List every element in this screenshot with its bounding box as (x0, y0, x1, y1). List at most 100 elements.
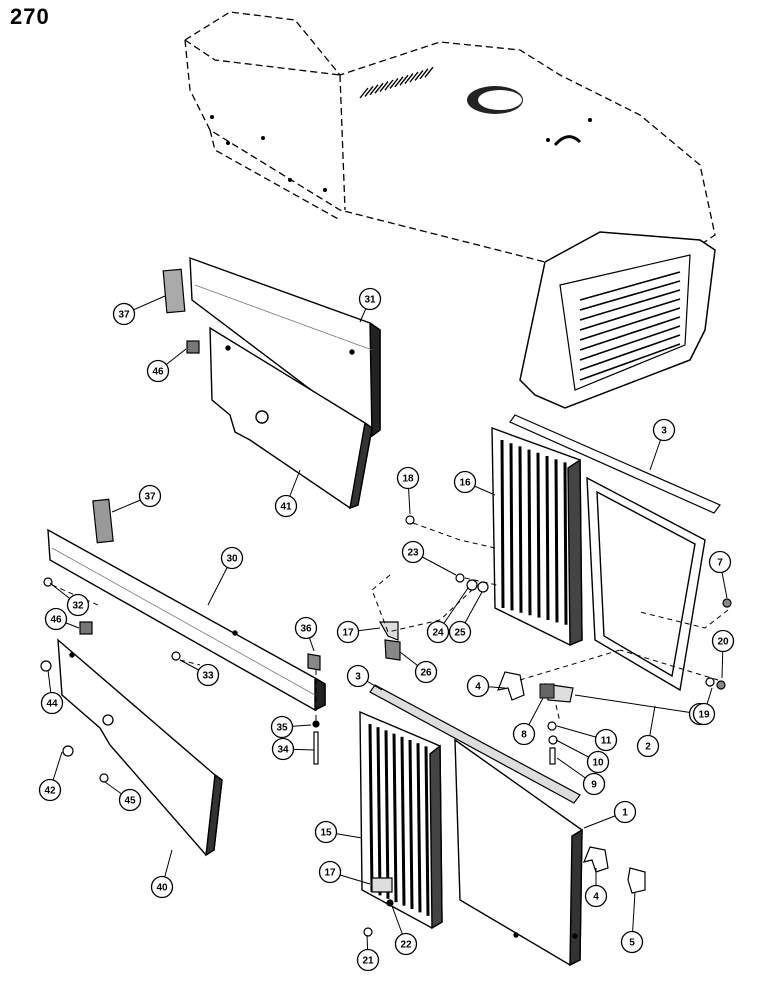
hood-round-hole (478, 90, 522, 110)
clip-26 (384, 639, 401, 661)
callout-1: 1 (583, 800, 637, 829)
callout-4: 4 (466, 674, 506, 698)
callout-circle (274, 494, 298, 518)
callout-25: 25 (448, 591, 483, 644)
callout-label: 35 (276, 723, 288, 734)
foam-pad-upper (162, 268, 186, 314)
callout-42: 42 (38, 751, 63, 802)
callout-label: 42 (44, 786, 56, 797)
callout-circle (356, 948, 380, 972)
callout-label: 8 (521, 730, 527, 741)
clip-lower (79, 621, 93, 635)
callout-45: 45 (104, 781, 142, 812)
callout-21: 21 (356, 934, 380, 972)
callout-6: 6 (574, 694, 712, 726)
callout-circle (118, 788, 142, 812)
callout-label: 18 (402, 474, 414, 485)
callout-circle (150, 875, 174, 899)
callout-circle (414, 660, 438, 684)
callout-23: 23 (401, 540, 457, 576)
callout-40: 40 (150, 849, 174, 899)
callout-circle (466, 674, 490, 698)
callout-20: 20 (711, 629, 735, 679)
callout-circle (708, 550, 732, 574)
callout-31: 31 (358, 287, 382, 323)
callout-circle (594, 728, 618, 752)
callout-label: 3 (355, 672, 361, 683)
callout-label: 40 (156, 883, 168, 894)
callout-22: 22 (391, 905, 418, 956)
callout-label: 2 (645, 742, 651, 753)
callout-label: 23 (407, 548, 419, 559)
callout-circle (66, 593, 90, 617)
callout-46: 46 (44, 607, 80, 631)
callout-label: 4 (593, 892, 599, 903)
callout-label: 11 (601, 736, 612, 747)
callout-label: 16 (459, 478, 471, 489)
callout-circle (146, 359, 170, 383)
callout-label: 33 (202, 671, 214, 682)
callout-circle (584, 884, 608, 908)
callout-label: 1 (622, 808, 628, 819)
callout-circle (711, 629, 735, 653)
callout-15: 15 (314, 820, 363, 844)
callout-10: 10 (555, 739, 610, 774)
callout-8: 8 (512, 697, 544, 746)
callout-circle (453, 470, 477, 494)
callout-26: 26 (399, 651, 438, 684)
side-panel-front (454, 738, 583, 967)
foam-pad-lower (92, 498, 114, 544)
page-number: 270 (10, 4, 50, 29)
callout-circle (271, 737, 295, 761)
hood-outline (184, 11, 716, 269)
callout-3: 3 (346, 664, 383, 691)
callout-circle (692, 702, 716, 726)
callout-32: 32 (49, 582, 90, 617)
callout-24: 24 (426, 587, 469, 644)
callout-label: 5 (629, 938, 635, 949)
callout-circle (112, 302, 136, 326)
hood-side-bolts (210, 115, 592, 192)
bracket-5 (627, 867, 646, 894)
callout-circle (138, 484, 162, 508)
callout-circle (270, 715, 294, 739)
callout-circle (318, 860, 342, 884)
callout-5: 5 (620, 891, 644, 954)
callout-label: 36 (300, 624, 312, 635)
callout-30: 30 (207, 546, 244, 606)
callout-11: 11 (556, 725, 618, 752)
callout-circle (314, 820, 338, 844)
strip-lower (369, 684, 581, 804)
bracket-4-upper (497, 671, 525, 701)
hood-grille-slats (579, 271, 681, 381)
callout-44: 44 (40, 669, 64, 715)
callout-41: 41 (274, 469, 301, 518)
callout-circle (636, 734, 660, 758)
callout-35: 35 (270, 715, 312, 739)
clip-upper (186, 340, 200, 354)
grille-upper-slats (500, 439, 568, 625)
callout-label: 24 (432, 628, 444, 639)
callout-16: 16 (453, 470, 496, 496)
callout-circle (448, 620, 472, 644)
callout-circle (426, 620, 450, 644)
callout-4: 4 (584, 868, 608, 908)
callout-label: 7 (717, 558, 723, 569)
callout-circle (613, 800, 637, 824)
grille-upper (491, 426, 583, 647)
hood-vent-slots (359, 66, 434, 99)
callout-circle (396, 466, 420, 490)
callout-2: 2 (636, 705, 660, 758)
side-panel-upper (189, 256, 381, 438)
callout-label: 32 (72, 601, 84, 612)
callout-label: 21 (362, 956, 374, 967)
callout-circle (346, 664, 370, 688)
callout-label: 17 (324, 868, 336, 879)
side-shield-upper (209, 326, 373, 510)
hood-cap-opening (553, 135, 582, 147)
callout-circle (582, 772, 606, 796)
callout-leader (574, 694, 701, 715)
side-frame-upper (586, 476, 706, 692)
callout-label: 3 (661, 426, 667, 437)
